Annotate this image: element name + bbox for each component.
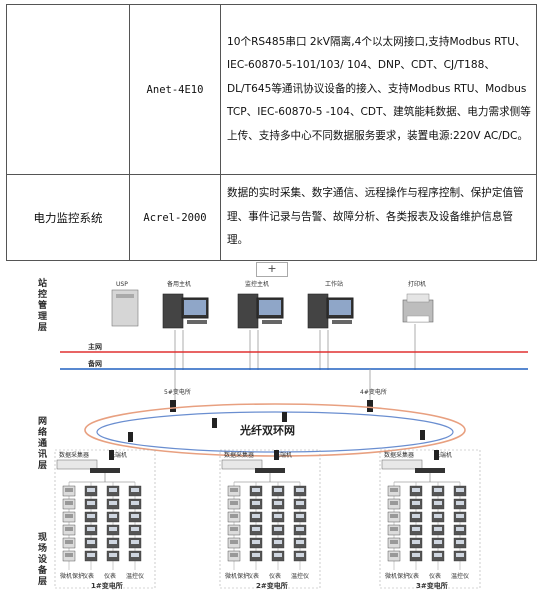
group-frame: [219, 449, 321, 589]
switch-device: [255, 468, 285, 473]
backup-host-label: 备用主机: [167, 280, 191, 288]
substation-groups: 数据采集器光端机微机保护仪表仪表温控仪1#变电所数据采集器光端机微机保护仪表仪表…: [54, 449, 481, 590]
switch-device: [90, 468, 120, 473]
group-name-label: 2#变电所: [256, 581, 288, 590]
group-name-label: 3#变电所: [416, 581, 448, 590]
system-cell: [6, 4, 130, 175]
description-cell: 数据的实时采集、数字通信、远程操作与程序控制、保护定值管理、事件记录与告警、故障…: [220, 174, 537, 261]
device-type-label: 温控仪: [126, 572, 144, 580]
group-frame: [54, 449, 156, 589]
table-row: 电力监控系统 Acrel-2000 数据的实时采集、数字通信、远程操作与程序控制…: [6, 174, 537, 261]
group-frame: [379, 449, 481, 589]
ups-device: USP: [111, 281, 139, 327]
ups-label: USP: [116, 281, 128, 288]
backup-host-device: 备用主机: [162, 280, 209, 329]
switch-label: 光端机: [109, 451, 127, 459]
device-type-label: 仪表: [82, 572, 94, 580]
collector-box: [221, 459, 263, 470]
switch-label: 光端机: [274, 451, 292, 459]
printer-device: 打印机: [402, 280, 434, 323]
printer-label: 打印机: [408, 280, 426, 288]
device-type-label: 微机保护: [385, 572, 409, 580]
group-name-label: 1#变电所: [91, 581, 123, 590]
device-type-label: 仪表: [104, 572, 116, 580]
substation-group-3: 数据采集器光端机微机保护仪表仪表温控仪3#变电所: [379, 449, 481, 590]
layer-labels: 站控管理层 网络通讯层 现场设备层: [37, 277, 48, 587]
device-type-label: 仪表: [407, 572, 419, 580]
model-cell: Acrel-2000: [129, 174, 221, 261]
network-layer-label: 网络通讯层: [38, 416, 47, 471]
substation-4-node: 4#变电所: [360, 388, 387, 412]
device-table: Anet-4E10 10个RS485串口 2kV隔离,4个以太网接口,支持Mod…: [6, 4, 537, 261]
collector-label: 数据采集器: [384, 451, 414, 459]
switch-label: 光端机: [434, 451, 452, 459]
device-type-label: 微机保护: [225, 572, 249, 580]
collector-label: 数据采集器: [224, 451, 254, 459]
device-type-label: 仪表: [429, 572, 441, 580]
device-type-label: 温控仪: [451, 572, 469, 580]
model-cell: Anet-4E10: [129, 4, 221, 175]
workstation-device: 工作站: [307, 280, 354, 329]
table-row: Anet-4E10 10个RS485串口 2kV隔离,4个以太网接口,支持Mod…: [6, 4, 537, 175]
backup-bus-label: 备网: [87, 359, 102, 368]
collector-box: [56, 459, 98, 470]
workstation-label: 工作站: [325, 280, 343, 288]
substation-5-node: 5#变电所: [164, 388, 191, 412]
description-cell: 10个RS485串口 2kV隔离,4个以太网接口,支持Modbus RTU、IE…: [220, 4, 537, 175]
monitor-host-label: 监控主机: [245, 280, 269, 288]
substation-4-label: 4#变电所: [360, 388, 387, 396]
device-type-label: 仪表: [247, 572, 259, 580]
substation-5-label: 5#变电所: [164, 388, 191, 396]
station-layer-label: 站控管理层: [38, 277, 47, 333]
add-row-button[interactable]: +: [256, 262, 288, 277]
device-type-label: 仪表: [269, 572, 281, 580]
fiber-ring-label: 光纤双环网: [239, 423, 295, 437]
collector-label: 数据采集器: [59, 451, 89, 459]
substation-group-1: 数据采集器光端机微机保护仪表仪表温控仪1#变电所: [54, 449, 156, 590]
monitor-host-device: 监控主机: [237, 280, 284, 329]
switch-device: [415, 468, 445, 473]
main-bus-label: 主网: [88, 342, 102, 351]
field-layer-label: 现场设备层: [37, 532, 48, 587]
substation-group-2: 数据采集器光端机微机保护仪表仪表温控仪2#变电所: [219, 449, 321, 590]
device-type-label: 微机保护: [60, 572, 84, 580]
system-cell: 电力监控系统: [6, 174, 130, 261]
collector-box: [381, 459, 423, 470]
device-type-label: 温控仪: [291, 572, 309, 580]
system-architecture-diagram: 站控管理层 网络通讯层 现场设备层 USP 备用主机 监控主机 工: [37, 277, 528, 590]
